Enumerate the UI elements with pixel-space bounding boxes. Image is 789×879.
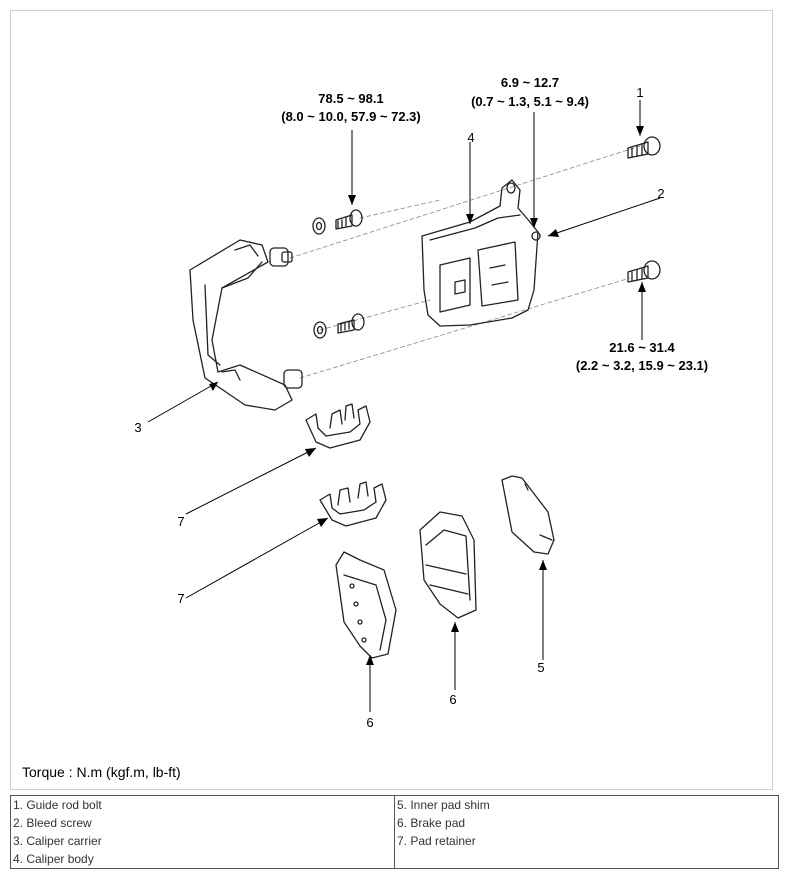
legend-item: 1. Guide rod bolt <box>13 798 102 812</box>
bleed-screw-torque-conversions: (0.7 ~ 1.3, 5.1 ~ 9.4) <box>471 94 589 109</box>
brake-pad-left <box>335 551 397 659</box>
legend-item: 4. Caliper body <box>13 852 94 866</box>
pad-retainer-lower <box>319 481 387 527</box>
carrier-bolt-torque-value: 78.5 ~ 98.1 <box>318 91 383 106</box>
inner-pad-shim <box>501 475 555 555</box>
bleed-screw <box>531 231 541 241</box>
legend-item: 2. Bleed screw <box>13 816 92 830</box>
callout-1: 1 <box>636 85 643 100</box>
arrowheads <box>209 126 646 665</box>
guide-rod-bolt-torque-conversions: (2.2 ~ 3.2, 15.9 ~ 23.1) <box>576 358 708 373</box>
legend-item: 7. Pad retainer <box>397 834 476 848</box>
callout-3: 3 <box>134 420 141 435</box>
pad-retainer-upper <box>305 403 371 449</box>
parts-legend: 1. Guide rod bolt 2. Bleed screw 3. Cali… <box>10 795 779 869</box>
bleed-screw-torque-value: 6.9 ~ 12.7 <box>501 75 559 90</box>
callout-5: 5 <box>537 660 544 675</box>
alignment-lines <box>289 145 641 379</box>
carrier-bolt-upper <box>312 209 363 235</box>
legend-right-column: 5. Inner pad shim 6. Brake pad 7. Pad re… <box>394 795 779 869</box>
callout-4: 4 <box>467 130 474 145</box>
caliper-body <box>421 179 541 327</box>
guide-rod-bolt-lower <box>627 260 661 283</box>
callout-2: 2 <box>657 186 664 201</box>
guide-rod-bolt-upper <box>627 136 661 159</box>
brake-pad-right <box>419 511 477 619</box>
carrier-bolt-torque-conversions: (8.0 ~ 10.0, 57.9 ~ 72.3) <box>281 109 421 124</box>
legend-left-column: 1. Guide rod bolt 2. Bleed screw 3. Cali… <box>10 795 395 869</box>
caliper-carrier <box>189 239 303 411</box>
leader-lines <box>147 100 661 712</box>
callout-6b: 6 <box>366 715 373 730</box>
guide-rod-bolt-torque-value: 21.6 ~ 31.4 <box>609 340 675 355</box>
legend-item: 5. Inner pad shim <box>397 798 490 812</box>
callout-7a: 7 <box>177 514 184 529</box>
callout-6a: 6 <box>449 692 456 707</box>
torque-units-caption: Torque : N.m (kgf.m, lb-ft) <box>22 764 181 780</box>
legend-item: 6. Brake pad <box>397 816 466 830</box>
callout-7b: 7 <box>177 591 184 606</box>
carrier-bolt-lower <box>313 313 365 339</box>
legend-item: 3. Caliper carrier <box>13 834 102 848</box>
